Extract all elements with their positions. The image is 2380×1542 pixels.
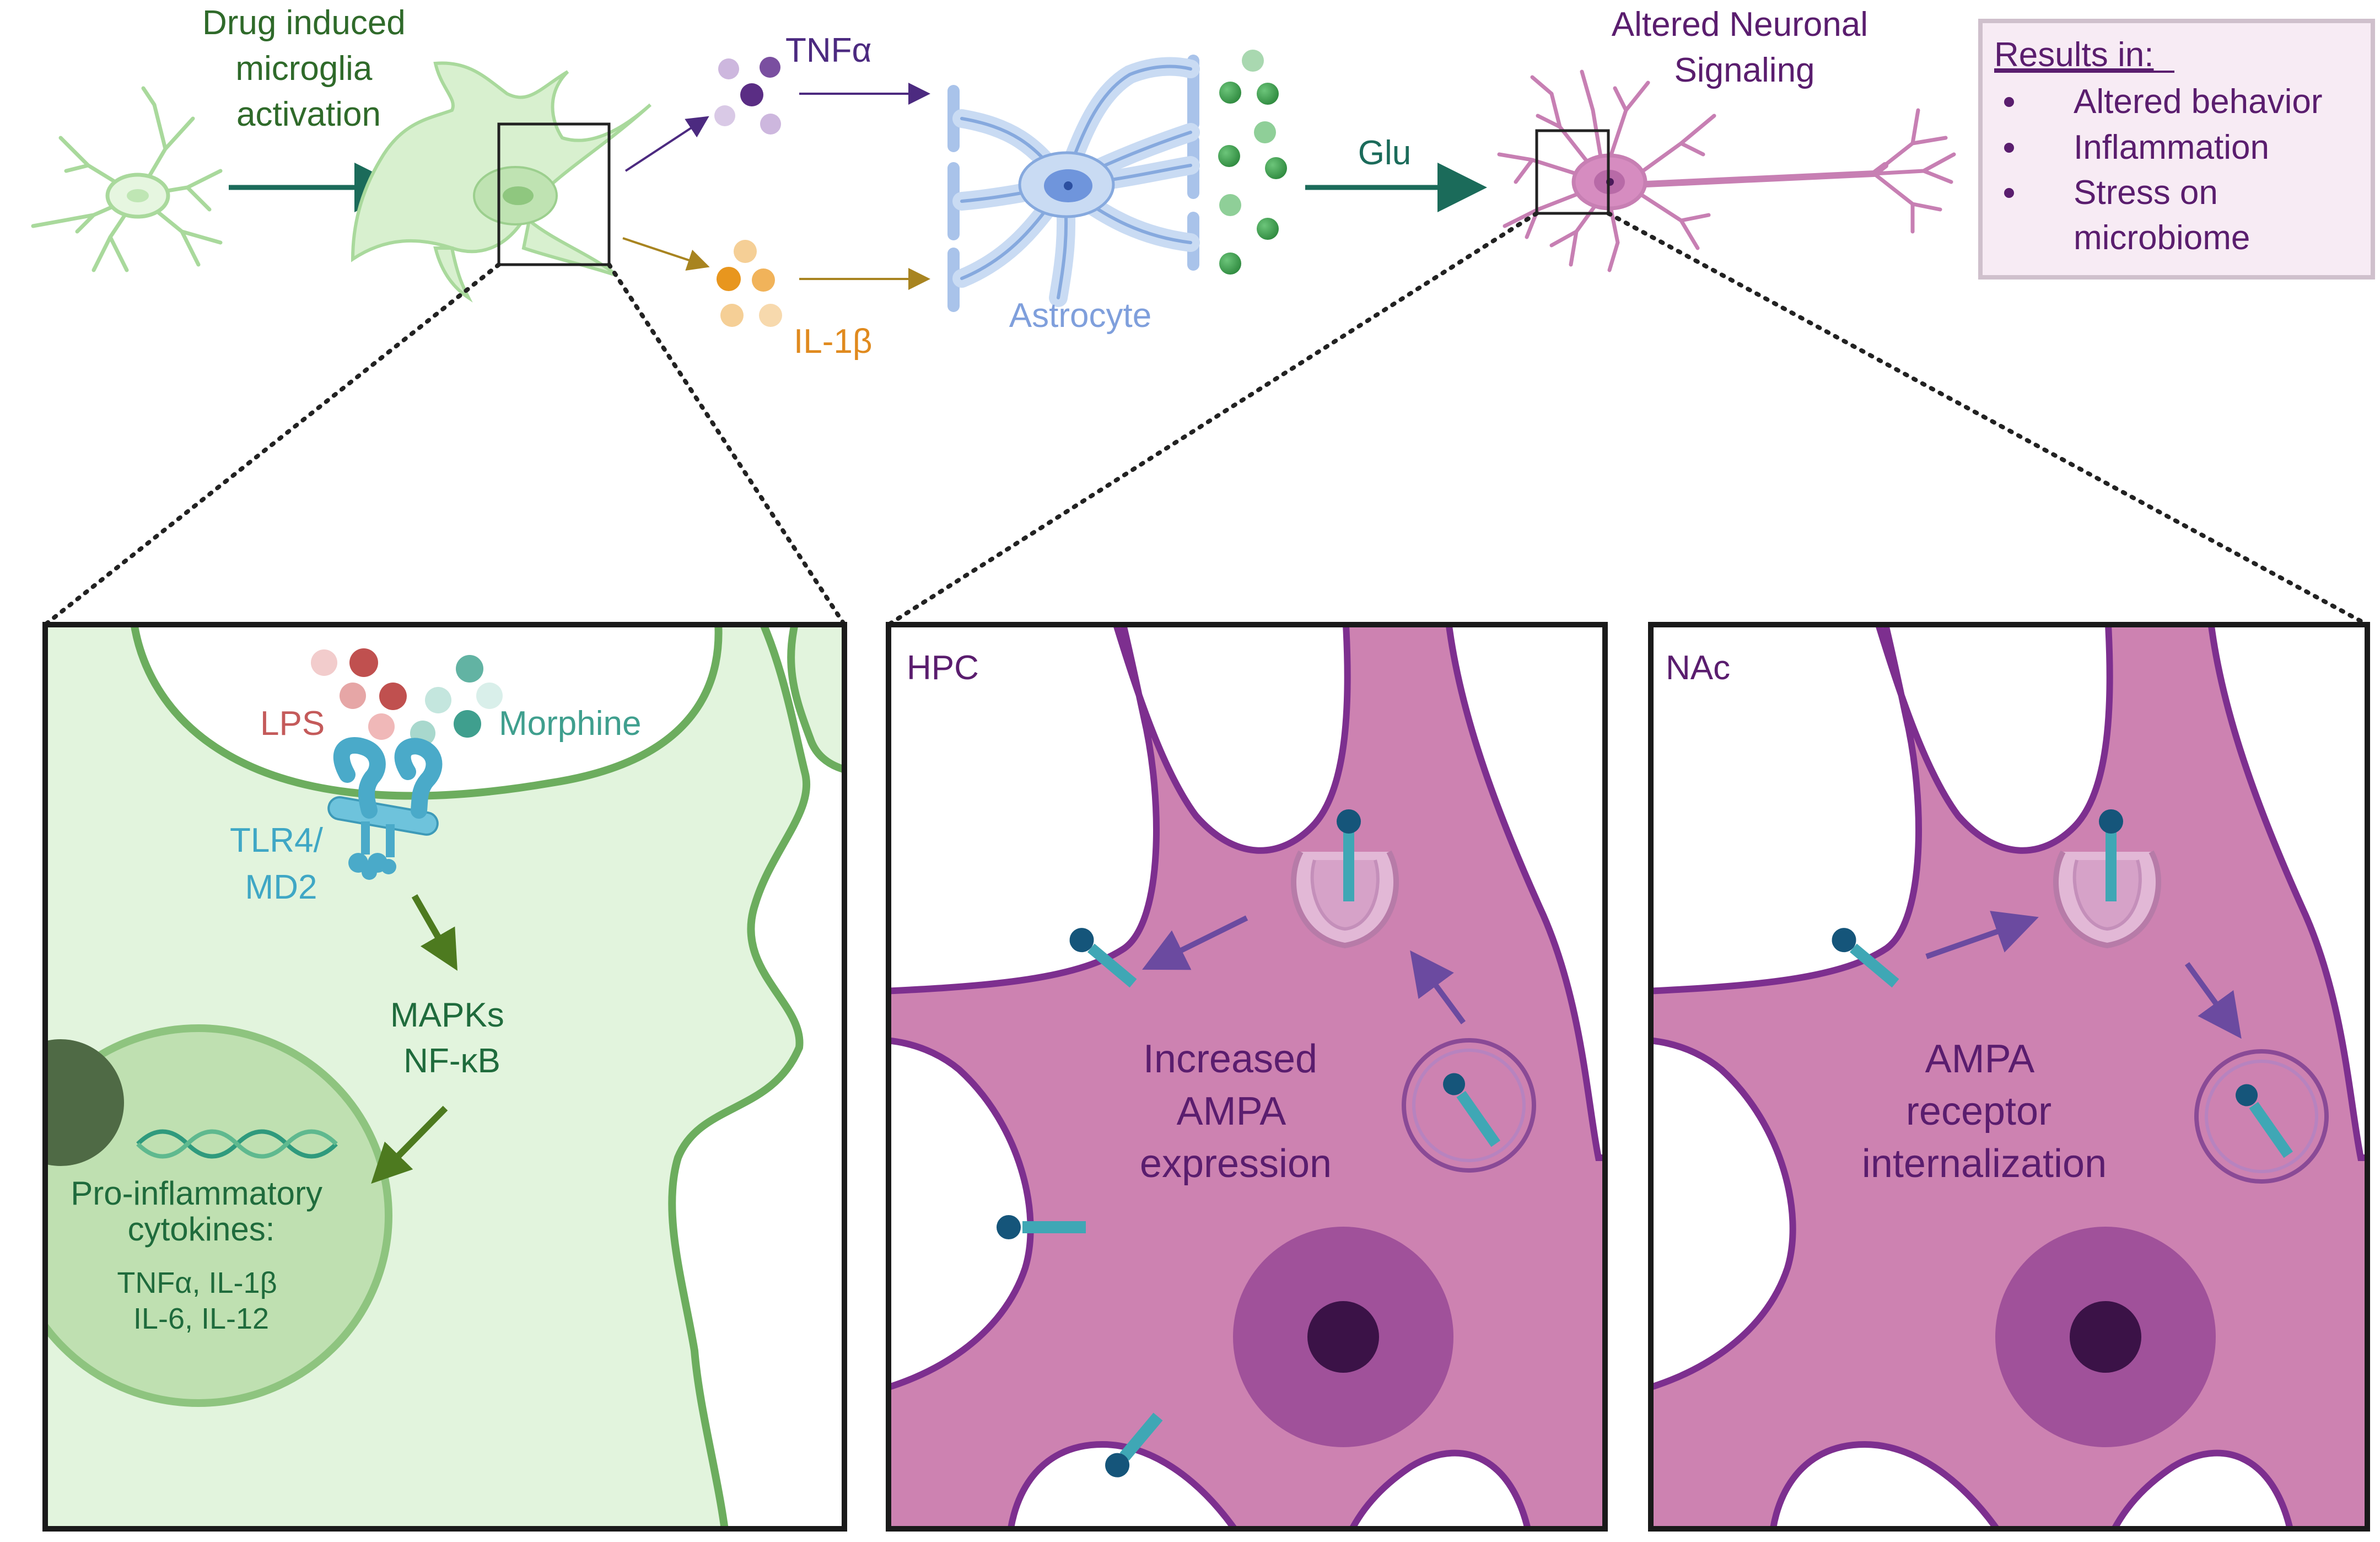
nac-effect-line: receptor	[1906, 1089, 2051, 1133]
zoom-box-microglia	[497, 122, 611, 266]
zoom-line	[886, 211, 1539, 627]
results-box: Results in: Altered behavior Inflammatio…	[1978, 19, 2375, 280]
results-item: Altered behavior	[2074, 83, 2323, 121]
results-item-line: microbiome	[2074, 219, 2250, 257]
panel-microglia: LPS Morphine TLR4/ MD2 MAPKs NF-κB	[42, 622, 847, 1532]
microglia-label-line: activation	[236, 95, 381, 133]
cytokines-list-line: IL-6, IL-12	[133, 1302, 269, 1335]
tnf-label: TNFα	[785, 31, 871, 69]
hpc-effect-line: AMPA	[1177, 1089, 1286, 1133]
cytokines-title: Pro-inflammatory cytokines:	[71, 1175, 331, 1248]
ampa-receptor-icon	[1105, 1412, 1163, 1477]
morphine-label: Morphine	[499, 705, 641, 743]
region-label-nac: NAc	[1666, 649, 1730, 687]
cytokines-list: TNFα, IL-1β IL-6, IL-12	[117, 1266, 285, 1335]
zoom-line	[43, 262, 501, 627]
hpc-effect-label: Increased AMPA expression	[1140, 1037, 1332, 1186]
results-bullet	[2004, 97, 2014, 107]
ampa-receptor-icon	[1443, 1073, 1500, 1147]
panel-hpc: HPC	[886, 622, 1608, 1532]
region-label-hpc: HPC	[907, 649, 979, 687]
cytokines-title-line: cytokines:	[128, 1211, 275, 1248]
lps-label: LPS	[260, 705, 325, 743]
activated-microglia-icon	[351, 61, 652, 303]
hpc-effect-line: Increased	[1143, 1037, 1317, 1081]
microglia-nucleus	[45, 1024, 392, 1407]
tlr4-label: TLR4/ MD2	[230, 821, 332, 906]
il1b-molecules	[717, 240, 782, 327]
results-title: Results in:	[1994, 36, 2153, 74]
insertion-arrow	[1410, 950, 1466, 1024]
tnf-release-arrow	[624, 116, 709, 172]
tlr4-label-line: MD2	[245, 868, 317, 906]
nac-effect-line: AMPA	[1925, 1037, 2035, 1081]
endosome-vesicle-icon	[2194, 1049, 2329, 1184]
tlr4-receptor-icon	[327, 737, 443, 880]
results-item: Stress on microbiome	[2074, 174, 2250, 257]
neuron-label: Altered Neuronal Signaling	[1612, 6, 1878, 89]
microglia-label-line: Drug induced	[202, 4, 406, 42]
neuron-label-line: Altered Neuronal	[1612, 6, 1868, 44]
dna-helix-icon	[136, 1129, 338, 1159]
results-item: Inflammation	[2074, 128, 2269, 166]
tlr4-label-line: TLR4/	[230, 821, 324, 859]
results-bullet	[2004, 188, 2014, 198]
pathway-label-line: MAPKs	[390, 996, 504, 1034]
nucleolus	[45, 1039, 124, 1166]
tlr4-to-mapk-arrow	[411, 894, 457, 971]
recycling-arrow	[1142, 915, 1248, 970]
nac-effect-label: AMPA receptor internalization	[1862, 1037, 2107, 1186]
endosome-vesicle-icon	[1402, 1038, 1536, 1173]
glu-label: Glu	[1358, 134, 1411, 172]
internalization-arrow	[2184, 962, 2242, 1039]
ampa-receptor-icon	[2099, 809, 2123, 901]
astrocyte-label: Astrocyte	[1009, 297, 1151, 335]
ampa-receptor-icon	[997, 1215, 1086, 1239]
results-bullet	[2004, 143, 2014, 153]
pathway-label: MAPKs NF-κB	[390, 996, 514, 1080]
il1b-label: IL-1β	[794, 323, 873, 361]
ampa-receptor-icon	[1069, 928, 1137, 988]
pathway-label-line: NF-κB	[403, 1042, 500, 1080]
morphine-molecules	[410, 655, 503, 746]
microglia-cell-icon	[31, 86, 223, 272]
cytokines-title-line: Pro-inflammatory	[71, 1175, 322, 1212]
zoom-line	[607, 262, 847, 627]
ampa-receptor-icon	[1832, 928, 1899, 988]
neuron-nucleolus	[1307, 1301, 1379, 1373]
zoom-box-neuron	[1535, 129, 1610, 215]
lps-molecules	[311, 648, 407, 740]
results-item-line: Stress on	[2074, 174, 2218, 212]
ampa-receptor-icon	[2236, 1084, 2293, 1158]
neuron-nucleolus	[2070, 1301, 2141, 1373]
microglia-activation-label: Drug induced microglia activation	[202, 4, 415, 133]
panel-nac: NAc AMPA receptor internalization	[1648, 622, 2370, 1532]
microglia-label-line: microglia	[235, 50, 373, 88]
ampa-receptor-icon	[1337, 809, 1361, 901]
pathway-to-cytokine-arrow	[371, 1105, 448, 1184]
hpc-effect-line: expression	[1140, 1142, 1332, 1186]
glutamate-molecules	[1218, 50, 1287, 275]
cytokines-list-line: TNFα, IL-1β	[117, 1266, 277, 1299]
tnf-molecules	[714, 57, 781, 135]
microglia-process-right	[787, 625, 844, 773]
nac-effect-line: internalization	[1862, 1142, 2107, 1186]
il1b-release-arrow	[622, 237, 710, 271]
endocytosis-arrow	[1925, 911, 2039, 959]
neuron-label-line: Signaling	[1674, 51, 1814, 89]
astrocyte-cell-icon	[947, 55, 1200, 312]
neuron-cell-icon	[1497, 69, 1956, 272]
